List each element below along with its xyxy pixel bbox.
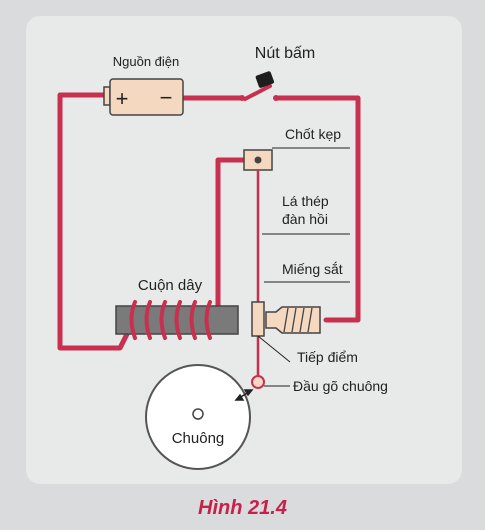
- coil: [115, 300, 239, 340]
- iron-piece: [251, 301, 265, 337]
- coil-label: Cuộn dây: [138, 277, 203, 294]
- circuit-wires: [57, 92, 361, 351]
- bell-hammer: [251, 375, 265, 389]
- wire-coil-to-clamp: [215, 157, 251, 333]
- push-button-label: Nút bấm: [255, 45, 315, 62]
- wire-switch-to-right: [273, 95, 361, 323]
- bell: [145, 364, 251, 470]
- battery-minus-label: −: [160, 85, 173, 110]
- wire-left-loop: [57, 92, 131, 351]
- bell-hammer-label: Đầu gõ chuông: [293, 378, 388, 394]
- bell-label: Chuông: [172, 430, 225, 447]
- battery-plus-label: +: [116, 86, 129, 111]
- contact-point-label: Tiếp điểm: [297, 349, 358, 365]
- steel-strip-label-1: Lá thép: [282, 193, 329, 209]
- figure-caption: Hình 21.4: [198, 497, 287, 519]
- strike-arrow: [234, 389, 254, 401]
- contact-screw: [265, 306, 321, 334]
- battery: + −: [103, 78, 184, 116]
- steel-strip-label-2: đàn hồi: [282, 211, 328, 227]
- leader-lines: [257, 147, 350, 387]
- push-button: [239, 71, 279, 101]
- iron-piece-label: Miếng sắt: [282, 261, 343, 277]
- clamp-pin: [243, 149, 273, 171]
- clamp-pin-label: Chốt kẹp: [285, 126, 341, 142]
- power-source-label: Nguồn điện: [113, 54, 180, 69]
